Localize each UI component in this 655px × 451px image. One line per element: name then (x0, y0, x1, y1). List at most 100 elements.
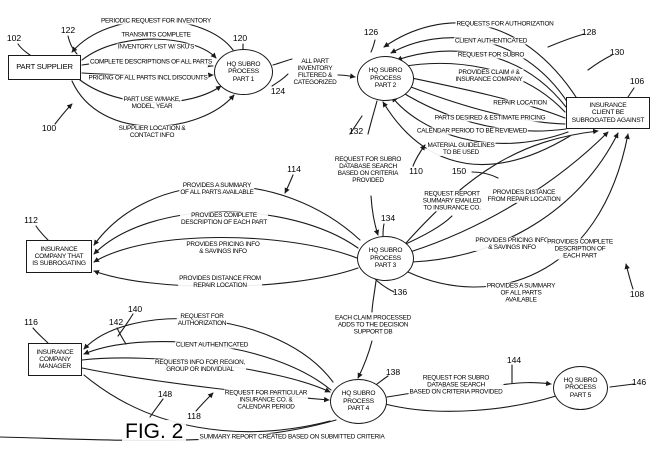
reference-numeral-140: 140 (127, 304, 143, 314)
reference-numeral-110: 110 (409, 166, 423, 176)
edge-label-provides-complete-description-subrogating: PROVIDES COMPLETE DESCRIPTION OF EACH PA… (179, 211, 269, 227)
reference-numeral-150: 150 (451, 166, 467, 176)
leader-124 (271, 73, 289, 87)
edge-label-provides-distance-subrogating: PROVIDES DISTANCE FROM REPAIR LOCATION (178, 274, 262, 290)
reference-numeral-124: 124 (270, 86, 286, 96)
edge-repair-location (401, 74, 566, 119)
edge-label-provides-pricing-part3: PROVIDES PRICING INFO & SAVINGS INFO (474, 236, 550, 252)
edge-label-pricing-discounts: PRICING OF ALL PARTS INCL DISCOUNTS (87, 74, 209, 82)
node-insurance-client-subrogated-against[interactable]: INSURANCE CLIENT BE SUBROGATED AGAINST (566, 97, 650, 129)
edge-pricing-subrogating (93, 237, 358, 263)
edge-label-provides-distance-part3: PROVIDES DISTANCE FROM REPAIR LOCATION (486, 188, 562, 204)
reference-numeral-130: 130 (609, 47, 625, 57)
edge-label-request-report-summary: REQUEST REPORT SUMMARY EMAILED TO INSURA… (421, 190, 483, 212)
edge-calendar-period (399, 90, 567, 132)
node-hq-subro-process-part-2[interactable]: HQ SUBRO PROCESS PART 2 (357, 56, 414, 101)
reference-numeral-134: 134 (380, 213, 396, 223)
node-insurance-company-manager[interactable]: INSURANCE COMPANY MANAGER (28, 343, 82, 376)
edge-label-provides-complete-description-part3: PROVIDES COMPLETE DESCRIPTION OF EACH PA… (546, 238, 614, 260)
edge-label-provides-summary-part3: PROVIDES A SUMMARY OF ALL PARTS AVAILABL… (485, 282, 557, 304)
node-hq-subro-process-part-1[interactable]: HQ SUBRO PROCESS PART 1 (214, 49, 273, 95)
edge-p5-return (384, 395, 557, 412)
edge-label-client-authenticated-manager: CLIENT AUTHENTICATED (174, 341, 250, 349)
edge-material-guidelines (391, 96, 569, 144)
leader-130 (587, 54, 613, 71)
edge-label-summary-report-created: SUMMARY REPORT CREATED BASED ON SUBMITTE… (198, 433, 386, 441)
edge-label-each-claim-processed: EACH CLAIM PROCESSED ADDS TO THE DECISIO… (334, 314, 412, 336)
reference-numeral-116: 116 (24, 317, 38, 327)
edge-label-requests-authorization: REQUESTS FOR AUTHORIZATION (455, 20, 555, 28)
edge-label-calendar-period: CALENDAR PERIOD TO BE REVIEWED (415, 127, 529, 135)
edge-label-repair-location: REPAIR LOCATION (492, 99, 548, 107)
node-hq-subro-process-part-4[interactable]: HQ SUBRO PROCESS PART 4 (330, 379, 387, 424)
edge-label-client-authenticated: CLIENT AUTHENTICATED (453, 37, 529, 45)
node-part-supplier[interactable]: PART SUPPLIER (8, 55, 81, 80)
leader-100 (54, 103, 73, 125)
edge-all-part-left (272, 58, 293, 66)
edge-label-requests-info-region: REQUESTS INFO FOR REGION, GROUP OR INDIV… (154, 358, 246, 374)
reference-numeral-106: 106 (629, 76, 645, 86)
edge-label-complete-descriptions: COMPLETE DESCRIPTIONS OF ALL PARTS (88, 58, 214, 66)
edge-label-periodic-request: PERIODIC REQUEST FOR INVENTORY (99, 17, 213, 25)
leader-148 (149, 398, 164, 418)
edge-subro-db-p5-right (499, 380, 552, 387)
figure-label: FIG. 2 (122, 420, 187, 444)
edge-all-part-right (337, 73, 356, 79)
edge-label-request-subro-db-part5: REQUEST FOR SUBRO DATABASE SEARCH BASED … (408, 374, 504, 396)
edge-label-material-guidelines: MATERIAL GUIDELINES TO BE USED (426, 141, 496, 157)
reference-numeral-122: 122 (60, 25, 76, 35)
edge-each-claim-bottom (357, 340, 373, 379)
leader-146 (609, 383, 635, 388)
edge-material-guidelines-2 (382, 101, 571, 165)
edge-summary-client (407, 133, 630, 288)
leader-126 (370, 39, 376, 53)
node-insurance-company-that-is-subrogating[interactable]: INSURANCE COMPANY THAT IS SUBROGATING (26, 240, 92, 273)
leader-134 (382, 223, 385, 237)
reference-numeral-144: 144 (506, 355, 522, 365)
edge-label-request-particular-insurance: REQUEST FOR PARTICULAR INSURANCE CO. & C… (223, 389, 309, 411)
reference-numeral-112: 112 (24, 215, 38, 225)
reference-numeral-142: 142 (108, 317, 124, 327)
leader-142 (116, 327, 127, 345)
leader-140 (117, 313, 134, 337)
edge-subro-db-search (367, 100, 378, 135)
edge-each-claim-top (371, 280, 377, 313)
leader-150 (471, 171, 499, 179)
reference-numeral-102: 102 (6, 33, 22, 43)
edge-complete-desc-client (411, 132, 619, 263)
leader-114 (284, 174, 294, 194)
leader-108 (624, 263, 634, 290)
edge-transmits-inventory (81, 38, 217, 61)
leader-122 (67, 35, 78, 55)
edge-label-inventory-list: INVENTORY LIST W/ SKU'S (116, 43, 196, 51)
reference-numeral-118: 118 (187, 411, 201, 421)
edge-label-all-part-inventory: ALL PART INVENTORY FILTERED & CATEGORIZE… (293, 57, 337, 87)
edge-label-transmits-complete: TRANSMITS COMPLETE (120, 31, 192, 39)
reference-numeral-126: 126 (363, 27, 379, 37)
leader-106 (627, 87, 635, 98)
reference-numeral-146: 146 (631, 377, 647, 387)
reference-numeral-136: 136 (392, 287, 408, 297)
edge-provides-claim (399, 62, 566, 113)
node-hq-subro-process-part-3[interactable]: HQ SUBRO PROCESS PART 3 (357, 236, 414, 281)
reference-numeral-114: 114 (287, 164, 301, 174)
edge-label-parts-desired: PARTS DESIRED & ESTIMATE PRICING (433, 114, 547, 122)
reference-numeral-108: 108 (629, 289, 645, 299)
edge-parts-desired (402, 83, 566, 125)
leader-132 (349, 115, 363, 135)
edge-label-request-for-subro: REQUEST FOR SUBRO (456, 51, 526, 59)
reference-numeral-100: 100 (41, 123, 57, 133)
edge-label-request-authorization-manager: REQUEST FOR AUTHORIZATION (176, 312, 228, 328)
node-hq-subro-process-part-5[interactable]: HQ SUBRO PROCESS PART 5 (553, 366, 608, 410)
reference-numeral-138: 138 (385, 367, 401, 377)
edge-label-provides-claim: PROVIDES CLAIM # & INSURANCE COMPANY (454, 68, 524, 84)
leader-116 (32, 327, 49, 344)
edge-distance-repair-client (405, 128, 599, 244)
leader-118 (195, 392, 214, 412)
leader-128 (547, 33, 585, 48)
leader-102 (17, 43, 31, 56)
edge-summary-report-created (83, 374, 331, 433)
reference-numeral-128: 128 (581, 27, 597, 37)
edge-subro-db-search-2 (370, 195, 380, 236)
